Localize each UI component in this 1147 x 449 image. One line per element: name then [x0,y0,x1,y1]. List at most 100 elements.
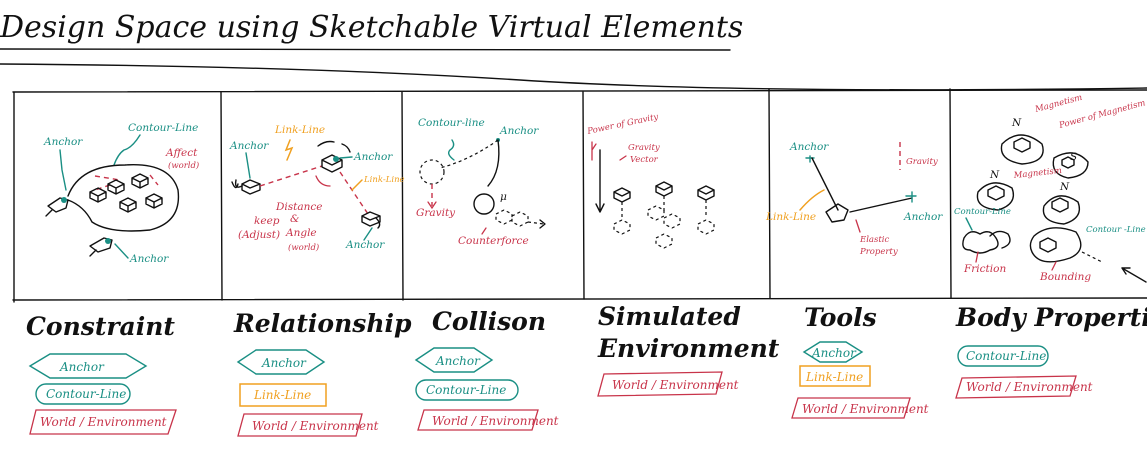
anchor-dot-bottom [105,238,111,244]
hand-left [231,179,243,189]
bounding-callout [1051,261,1057,271]
magnet-box-4 [1051,197,1069,213]
tag-anchor: Anchor [435,354,481,368]
bounding-shape [1029,227,1082,263]
gravity-arrowhead [427,201,437,210]
tags-simulated-environment: World / Environment [597,371,739,397]
tag-world: World / Environment [612,378,739,392]
tether [439,139,499,169]
falling-boxes [613,181,715,203]
tag-world-shape [29,409,177,435]
box-bottom [361,211,381,227]
tag-link-line: Link-Line [805,370,863,384]
anchor-bottom-callout [363,227,373,241]
tag-anchor-shape [28,353,148,379]
label-s1: S [1070,151,1077,163]
tag-world-shape [791,397,911,419]
label-counterforce: Counterforce [458,235,529,247]
motion-lines [317,140,351,153]
label-anchor: Anchor [43,136,83,148]
label-n2: N [989,169,1000,181]
panel-tools: Anchor Gravity Anchor Link-Line Elastic … [765,141,943,257]
ghost-boxes [613,205,715,249]
label-magnetism-top: Magnetism [1033,93,1083,115]
label-affect: Affect [165,147,198,159]
tag-link-line-shape [239,383,327,407]
label-anchor-top: Anchor [789,141,829,153]
tag-contour-line: Contour-Line [46,387,126,401]
tag-world: World / Environment [252,419,379,433]
label-anchor: Anchor [499,125,539,137]
link-line-callout [799,189,825,211]
label-contour-line: Contour-line [418,117,485,129]
anchor-dot-middle [333,156,339,162]
link-line-right-callout [351,179,363,191]
collision-boxes [495,209,529,227]
tag-contour-shape [957,345,1049,367]
swing-path [487,139,500,187]
tag-anchor-shape [236,349,326,375]
label-vector: Vector [630,155,659,165]
label-angle: Angle [285,227,317,239]
label-affect-world: (world) [168,160,199,171]
contour-callout [447,139,455,161]
label-gravity: Gravity [628,143,660,153]
label-gravity: Gravity [906,157,938,167]
magnet-circle-3 [976,182,1015,211]
label-anchor-bottom: Anchor [345,239,385,251]
anchor-dot-top [61,197,67,203]
vector-callout [619,155,627,161]
category-collison: Collison [432,307,546,336]
category-environment: Environment [597,334,780,363]
tag-world-shape [237,413,363,437]
tag-link-line-shape [799,365,871,387]
tag-anchor: Anchor [811,346,857,360]
tag-contour-line: Contour-Line [426,383,506,397]
category-simulated: Simulated [598,302,741,331]
label-link-line-top: Link-Line [274,124,325,136]
ball-solid [473,193,495,215]
category-constraint: Constraint [26,312,175,341]
panel-divider-4 [768,88,771,299]
label-contour-left: Contour-Line [954,207,1011,217]
label-link-line: Link-Line [765,211,816,223]
label-adjust: (Adjust) [238,229,280,241]
label-and: & [290,213,299,225]
tag-anchor: Anchor [261,356,307,370]
label-contour-right: Contour -Line [1086,225,1146,235]
contour-left-callout [965,217,973,231]
panel-collison: Contour-line Anchor Gravity μ Counterfor… [416,117,546,247]
anchor-left-callout [245,152,251,179]
box-left [241,179,261,195]
magnet-circle-1 [1000,134,1044,165]
label-magnetism-mid: Magnetism [1012,166,1062,181]
tag-world: World / Environment [40,415,167,429]
contour-line-shape [67,164,180,232]
tag-link-line: Link-Line [253,388,311,402]
anchor-right-callout [339,156,353,159]
tag-world: World / Environment [802,402,929,416]
angle-arc [315,175,331,187]
box-middle [321,154,343,173]
box-icons [89,173,163,213]
tags-tools: Anchor Link-Line World / Environment [791,341,929,419]
storyboard-frame [12,89,1147,303]
tag-anchor-shape [414,347,494,373]
label-contour-line: Contour-Line [128,122,198,134]
hand-top-icon [45,197,69,217]
tag-anchor-shape [802,341,864,363]
label-n3: N [1059,181,1070,193]
panel-constraint: Anchor Contour-Line Affect (world) Ancho… [43,122,199,265]
tags-constraint: Anchor Contour-Line World / Environment [28,353,177,435]
tag-contour-line: Contour-Line [966,349,1046,363]
tool-line-right [849,197,913,213]
magnet-circle-2 [1052,152,1089,179]
category-relationship: Relationship [233,309,412,338]
label-elastic: Elastic [859,235,889,245]
magnet-box-3 [987,185,1005,201]
label-anchor-left: Anchor [229,140,269,152]
label-anchor-bottom: Anchor [129,253,169,265]
label-property: Property [859,247,898,257]
panel-divider-3 [582,91,585,300]
